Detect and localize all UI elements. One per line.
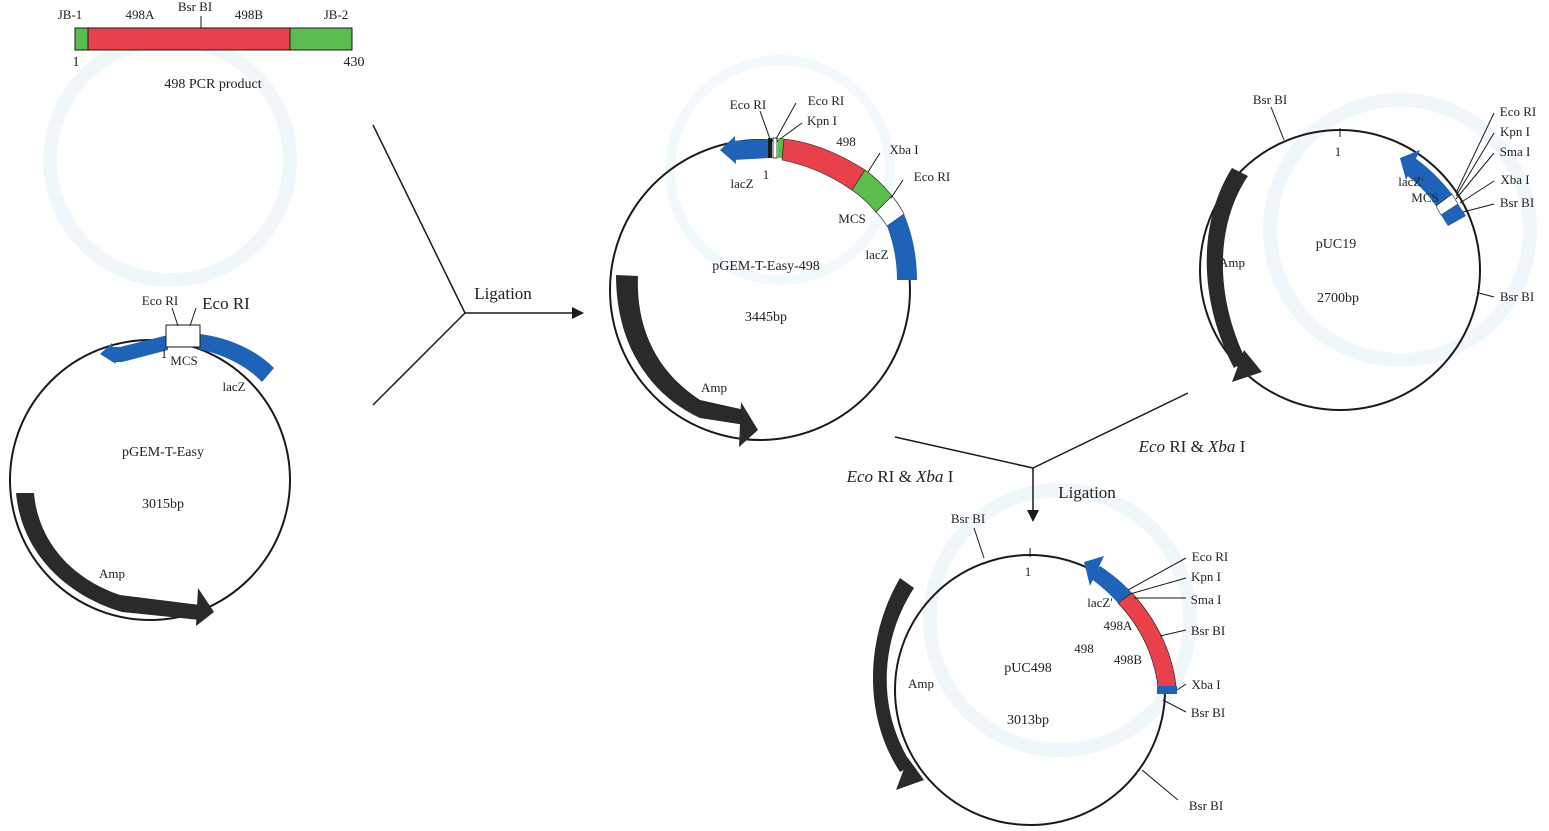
pgem-size: 3015bp — [142, 497, 184, 512]
puc19-name: pUC19 — [1316, 237, 1356, 252]
pgem498-ecori-b: Eco RI — [808, 93, 844, 108]
pgem-amp: Amp — [99, 566, 125, 581]
pcr-product: JB-1 498A Bsr BI 498B JB-2 1 430 498 PCR… — [58, 0, 365, 92]
pgem498-size: 3445bp — [745, 310, 787, 325]
insert-segment — [87, 27, 291, 51]
pgem498-name: pGEM-T-Easy-498 — [712, 259, 820, 274]
pgem498-one: 1 — [763, 167, 770, 182]
lacz-arrow-right — [198, 334, 274, 382]
puc498-ecori: Eco RI — [1192, 549, 1228, 564]
lacz-arrow — [1090, 566, 1132, 603]
end-coordinate: 430 — [344, 55, 365, 70]
puc498-bsrbi-r1: Bsr BI — [1191, 623, 1225, 638]
498b-label: 498B — [235, 7, 264, 22]
puc498-laczp: lacZ' — [1087, 595, 1112, 610]
puc19-mcs: MCS — [1411, 190, 1438, 205]
plasmid-pgem-t-easy-498: Eco RI Eco RI Kpn I 498 Xba I Eco RI 1 l… — [609, 93, 950, 447]
digest-left-label: Eco RI & Xba I — [846, 467, 954, 486]
puc498-bsrbi-r2: Bsr BI — [1191, 705, 1225, 720]
pgem498-amp: Amp — [701, 380, 727, 395]
ligation-step-2: Eco RI & Xba I Eco RI & Xba I Ligation — [846, 392, 1246, 522]
puc19-amp: Amp — [1219, 255, 1245, 270]
puc498-one: 1 — [1025, 564, 1032, 579]
puc19-xbai: Xba I — [1500, 172, 1529, 187]
pgem498-ecori-a: Eco RI — [730, 97, 766, 112]
puc498-size: 3013bp — [1007, 713, 1049, 728]
jb2-label: JB-2 — [324, 7, 349, 22]
jb2-segment — [289, 27, 353, 51]
puc498-bsrbi-r3: Bsr BI — [1189, 798, 1223, 813]
pgem498-lacz-right: lacZ — [865, 247, 888, 262]
plasmid-pgem-t-easy: Eco RI Eco RI 1 MCS lacZ pGEM-T-Easy 301… — [9, 293, 291, 626]
puc498-name: pUC498 — [1004, 661, 1051, 676]
pgem-one: 1 — [161, 346, 168, 361]
amp-arrow — [1206, 168, 1248, 368]
jb1-label: JB-1 — [58, 7, 83, 22]
pgem498-lacz-left: lacZ — [730, 176, 753, 191]
pgem498-insert: 498 — [836, 134, 856, 149]
amp-arrow — [616, 275, 745, 425]
mcs-box — [165, 324, 201, 348]
pgem498-ecori-c: Eco RI — [914, 169, 950, 184]
amp-arrow — [16, 493, 200, 620]
puc498-smai: Sma I — [1191, 592, 1222, 607]
puc498-amp: Amp — [908, 676, 934, 691]
pcr-caption: 498 PCR product — [164, 77, 261, 92]
ligation-label-1: Ligation — [474, 284, 532, 303]
pgem-name: pGEM-T-Easy — [122, 445, 204, 460]
pgem498-kpni: Kpn I — [807, 113, 837, 128]
amp-arrow — [872, 578, 914, 772]
puc19-size: 2700bp — [1317, 291, 1359, 306]
lacz-arrow-left — [110, 335, 168, 362]
puc19-smai: Sma I — [1500, 144, 1531, 159]
puc498-part-b: 498B — [1114, 652, 1143, 667]
pgem498-mcs: MCS — [838, 211, 865, 226]
puc498-insert: 498 — [1074, 641, 1094, 656]
start-coordinate: 1 — [73, 55, 80, 70]
puc19-bsrbi-r1: Bsr BI — [1500, 195, 1534, 210]
pgem-mcs: MCS — [170, 353, 197, 368]
plasmid-puc498: Bsr BI 1 Eco RI Kpn I Sma I Bsr BI Xba I… — [872, 511, 1228, 826]
lacz-arrow-right — [887, 214, 917, 280]
puc498-part-a: 498A — [1104, 618, 1134, 633]
pgem-ecori-right: Eco RI — [202, 294, 250, 313]
498a-label: 498A — [126, 7, 156, 22]
puc498-xbai: Xba I — [1191, 677, 1220, 692]
puc19-kpni: Kpn I — [1500, 124, 1530, 139]
puc19-laczp: lacZ' — [1398, 174, 1423, 189]
plasmid-puc19: Bsr BI 1 Eco RI Kpn I Sma I Xba I Bsr BI… — [1199, 92, 1536, 411]
lacz-arrow — [1405, 158, 1452, 206]
ligation-step-1: Ligation — [372, 124, 584, 406]
lacz-arrow-left — [732, 139, 770, 160]
jb1-segment — [74, 27, 89, 51]
puc498-kpni: Kpn I — [1191, 569, 1221, 584]
puc19-ecori: Eco RI — [1500, 104, 1536, 119]
puc19-bsrbi-top: Bsr BI — [1253, 92, 1287, 107]
pgem498-xbai: Xba I — [889, 142, 918, 157]
ligation-label-2: Ligation — [1058, 483, 1116, 502]
insert-498 — [1117, 592, 1177, 688]
puc19-bsrbi-r2: Bsr BI — [1500, 289, 1534, 304]
puc498-bsrbi-top: Bsr BI — [951, 511, 985, 526]
puc19-one: 1 — [1335, 144, 1342, 159]
pgem-lacz: lacZ — [222, 379, 245, 394]
bsrbi-label: Bsr BI — [178, 0, 212, 14]
pgem-ecori-left: Eco RI — [142, 293, 178, 308]
digest-right-label: Eco RI & Xba I — [1138, 437, 1246, 456]
